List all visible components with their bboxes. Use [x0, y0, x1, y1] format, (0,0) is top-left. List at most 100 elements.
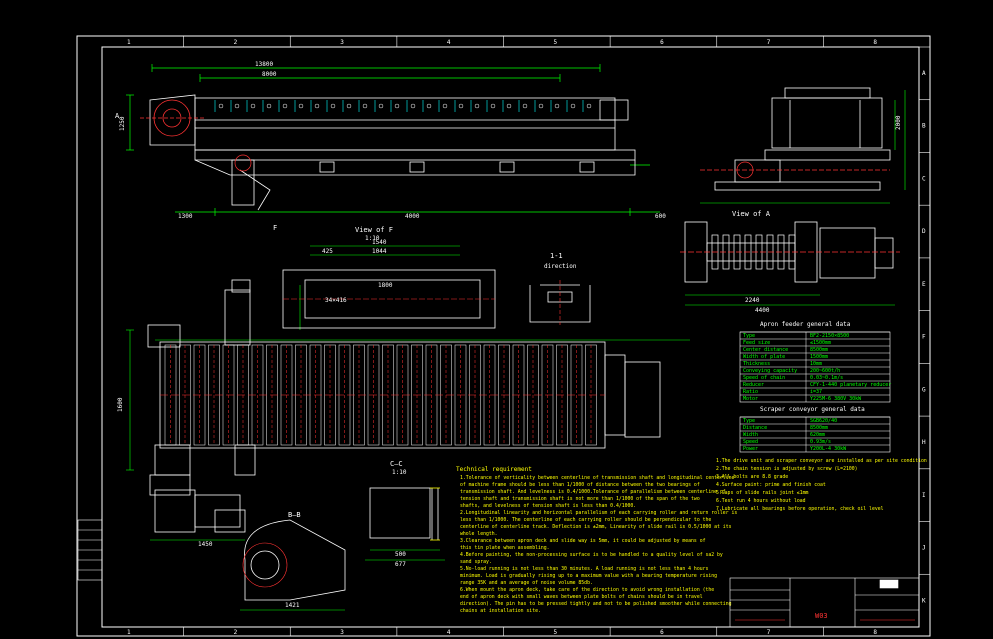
technical-title: Technical requirement	[456, 466, 532, 473]
grid-row-label: E	[922, 281, 926, 288]
grid-row-label: F	[922, 334, 926, 341]
table-value: 1500mm	[810, 354, 828, 360]
dim-c-width: 500	[395, 551, 406, 558]
left-legend-box	[77, 519, 103, 581]
section-c-scale: 1:10	[392, 469, 407, 476]
technical-line: centerline of centerline track. Deflecti…	[460, 524, 732, 530]
grid-col-label: 8	[873, 629, 877, 636]
grid-col-label: 5	[554, 629, 558, 636]
section-c-c: C—C 1:10 500 677	[365, 460, 445, 568]
technical-line: less than 1/1000. The centerline of each…	[460, 517, 711, 523]
right-note-line: 5.Gaps of slide rails joint ≤1mm	[716, 490, 809, 496]
grid-row-label: K	[922, 597, 926, 604]
grid-col-label: 1	[127, 629, 131, 636]
section-b-b: B—B 1421	[240, 511, 346, 611]
technical-line: 5.No-load running is not less than 30 mi…	[460, 566, 708, 572]
table-value: Y200L-4 30kW	[810, 446, 847, 452]
grid-col-label: 3	[340, 629, 344, 636]
technical-line: this tin plate when assembling.	[460, 545, 550, 551]
dim-c-total: 677	[395, 561, 406, 568]
dim-top-inner: 8000	[262, 71, 277, 78]
technical-line: tension shaft and transmission shaft is …	[460, 496, 700, 502]
table-value: 0.93m/s	[810, 439, 831, 445]
grid-col-label: 3	[340, 39, 344, 46]
grid-row-label: I	[922, 492, 926, 499]
table-value: 8500mm	[810, 425, 828, 431]
view-f: View of F 1:10 1540 1044 425 1800 34×416	[282, 226, 496, 330]
technical-requirements: Technical requirement 1.Tolerance of vert…	[456, 466, 737, 614]
table-value: i=37	[810, 389, 822, 395]
right-notes: 1.The drive unit and scraper conveyor ar…	[716, 458, 927, 512]
table-key: Speed of chain	[743, 375, 785, 381]
grid-col-label: 6	[660, 39, 664, 46]
dim-side-right-height: 2000	[895, 115, 902, 130]
technical-line: direction). The pin has to be pressed ti…	[460, 601, 732, 607]
right-note-line: 2.The chain tension is adjusted by screw…	[716, 466, 858, 472]
technical-line: 4.Before painting, the non-processing su…	[460, 552, 723, 558]
table-value: Y225M-6 380V 30kW	[810, 396, 862, 402]
right-note-line: 4.Surface paint: prime and finish coat	[716, 482, 826, 488]
technical-line: chains at installation site.	[460, 608, 541, 614]
table-key: Motor	[743, 396, 758, 402]
view-f-title: View of F	[355, 226, 393, 234]
dim-b: 1421	[285, 602, 300, 609]
technical-line: range 35K and an average of noise volume…	[460, 580, 593, 586]
technical-line: 1.Tolerance of verticality between cente…	[460, 475, 734, 481]
grid-col-label: 7	[767, 629, 771, 636]
dim-view-f-width2: 1540	[372, 239, 387, 246]
grid-col-label: 2	[234, 629, 238, 636]
section-c-title: C—C	[390, 460, 403, 468]
technical-line: 3.Clearance between apron deck and slide…	[460, 538, 706, 544]
title-block: W03	[729, 577, 920, 628]
table-key: Type	[743, 333, 755, 339]
table-value: ≤1500mm	[810, 340, 831, 346]
table-key: Thickness	[743, 361, 770, 367]
table-key: Distance	[743, 425, 767, 431]
dim-bottom-mid: 4000	[405, 213, 420, 220]
grid-col-label: 4	[447, 39, 451, 46]
view-a-shaft: 2240 4400	[680, 221, 900, 314]
view-a-title: View of A	[732, 210, 771, 218]
scraper-table-title: Scraper conveyor general data	[760, 406, 865, 413]
grid-row-label: G	[922, 386, 926, 393]
table-key: Power	[743, 446, 758, 452]
plan-view: 1600	[117, 279, 690, 496]
grid-col-label: 2	[234, 39, 238, 46]
technical-line: sand spray.	[460, 559, 492, 565]
dim-plan-height: 1600	[117, 397, 124, 412]
right-note-line: 7.Lubricate all bearings before operatio…	[716, 506, 884, 512]
marker-a: A	[115, 112, 120, 120]
dim-view-f-left: 425	[322, 248, 333, 255]
view-f-scale: 1:10	[365, 235, 380, 242]
dim-top-overall: 13800	[255, 61, 273, 68]
dim-b-2: 1450	[198, 541, 213, 548]
section-b-title: B—B	[288, 511, 301, 519]
dim-view-f-note: 34×416	[325, 297, 347, 304]
table-key: Type	[743, 418, 755, 424]
technical-line: whole length.	[460, 531, 498, 537]
table-key: Width of plate	[743, 354, 785, 360]
table-value: SGB620/40	[810, 418, 837, 424]
grid-col-label: 7	[767, 39, 771, 46]
technical-line: 2.Longitudinal linearity and horizontal …	[460, 510, 737, 516]
section-1-label: direction	[544, 263, 577, 270]
table-key: Center distance	[743, 347, 788, 353]
drawing-mark: W03	[815, 612, 828, 620]
apron-table-title: Apron feeder general data	[760, 321, 851, 328]
grid-col-label: 5	[554, 39, 558, 46]
section-1-1: 1-1 direction	[529, 252, 591, 325]
dim-right-total: 4400	[755, 307, 770, 314]
dim-view-f-width: 1044	[372, 248, 387, 255]
dim-bottom-left: 1300	[178, 213, 193, 220]
grid-row-label: B	[922, 123, 926, 130]
marker-f: F	[273, 224, 277, 232]
right-note-line: 1.The drive unit and scraper conveyor ar…	[716, 458, 927, 464]
table-value: 8500mm	[810, 347, 828, 353]
table-key: Ratio	[743, 389, 758, 395]
section-1-title: 1-1	[550, 252, 563, 260]
technical-line: end of apron deck with small waves betwe…	[460, 594, 703, 600]
scraper-conveyor-table: Scraper conveyor general data Type SGB620…	[739, 406, 891, 453]
